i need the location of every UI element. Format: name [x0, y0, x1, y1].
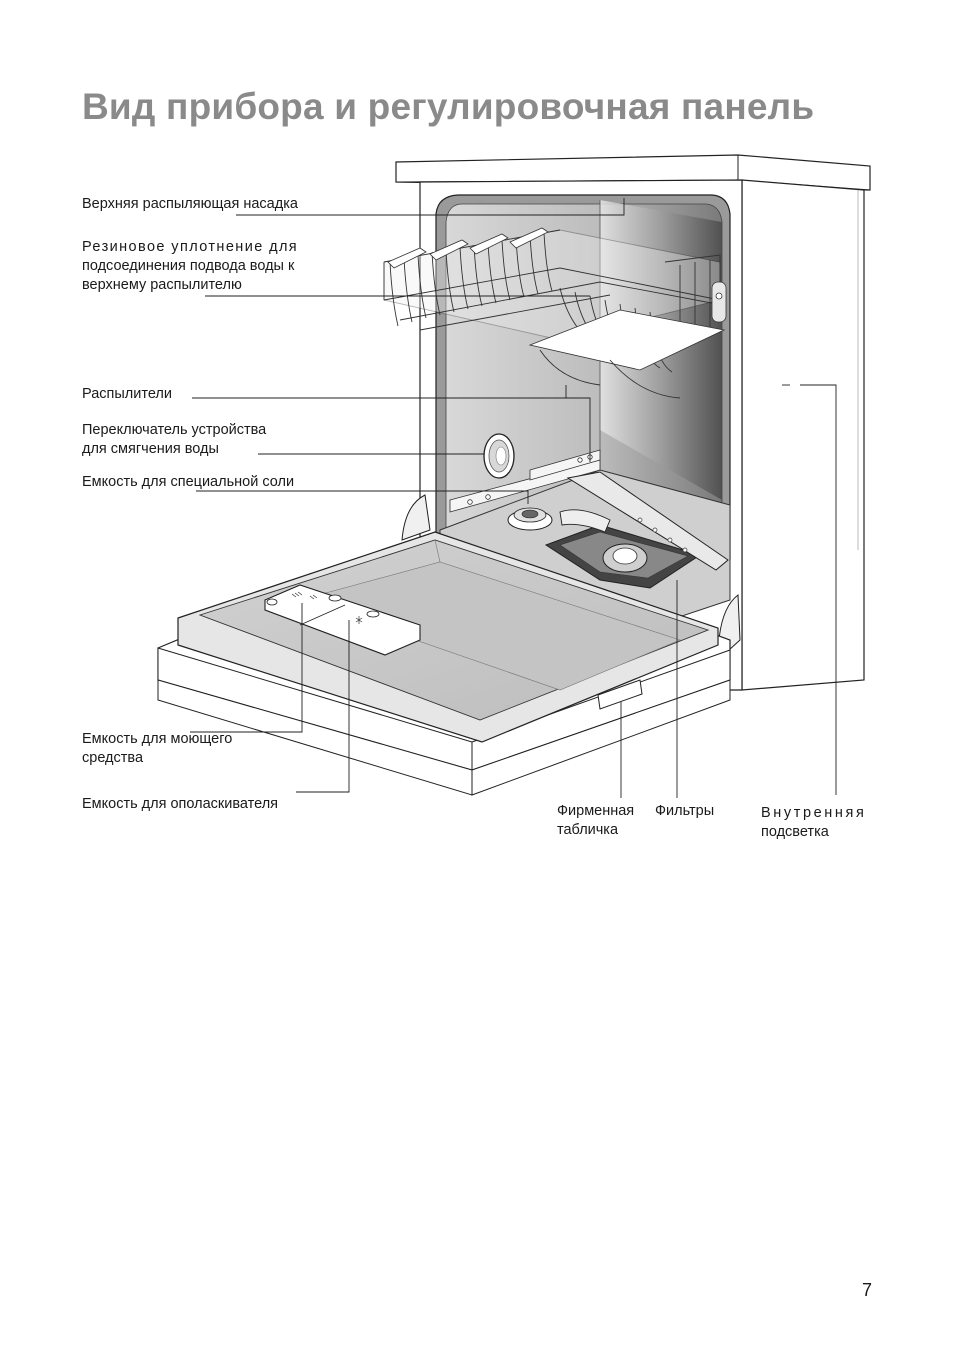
label-rating-plate: Фирменная табличка — [557, 802, 634, 840]
page-number: 7 — [862, 1280, 873, 1300]
label-detergent-container: Емкость для моющего средства — [82, 730, 232, 768]
upper-basket — [383, 227, 726, 399]
label-softener-switch-line2: для смягчения воды — [82, 441, 219, 457]
label-softener-switch-line1: Переключатель устройства — [82, 422, 267, 438]
label-rinse-aid-container: Емкость для ополаскивателя — [82, 796, 279, 812]
leader-lines — [190, 198, 837, 798]
label-rubber-seal-line3: верхнему распылителю — [82, 277, 242, 293]
label-interior-light-line1: Внутренняя — [761, 805, 867, 821]
label-sprayers: Распылители — [82, 386, 172, 402]
label-softener-switch: Переключатель устройства для смягчения в… — [82, 421, 266, 459]
page-title: Вид прибора и регулировочная панель — [82, 86, 815, 127]
label-rating-plate-line1: Фирменная — [557, 803, 635, 819]
label-rubber-seal-line1: Резиновое уплотнение для — [82, 239, 299, 255]
label-detergent-line1: Емкость для моющего — [82, 731, 233, 747]
label-rating-plate-line2: табличка — [557, 822, 619, 838]
label-interior-light: Внутренняя подсветка — [761, 804, 866, 842]
label-salt-container: Емкость для специальной соли — [82, 474, 295, 490]
label-rubber-seal: Резиновое уплотнение для подсоединения п… — [82, 238, 327, 295]
label-detergent-line2: средства — [82, 750, 144, 766]
label-rubber-seal-line2: подсоединения подвода воды к — [82, 258, 295, 274]
label-upper-spray-arm: Верхняя распыляющая насадка — [82, 196, 298, 212]
label-filters: Фильтры — [655, 803, 715, 819]
upper-spray-arm-tube — [711, 281, 727, 323]
label-interior-light-line2: подсветка — [761, 824, 829, 840]
softener-dial — [483, 433, 515, 479]
open-door — [157, 531, 731, 796]
